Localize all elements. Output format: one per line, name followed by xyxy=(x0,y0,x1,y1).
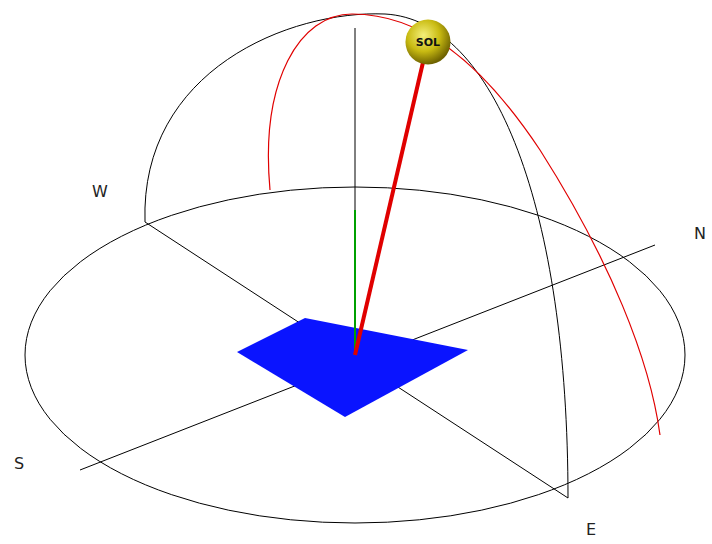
normal-vector xyxy=(354,210,356,355)
sun-sphere: SOL xyxy=(405,19,451,65)
compass-label: S xyxy=(14,456,24,472)
sun-ray xyxy=(355,58,424,355)
compass-label: W xyxy=(92,184,108,200)
compass-label: N xyxy=(694,226,706,242)
sun-path-arc xyxy=(268,14,660,435)
south-north-axis xyxy=(80,245,655,470)
zenith-line xyxy=(355,28,356,355)
sun-label: SOL xyxy=(416,37,440,48)
meridian-arc xyxy=(145,14,568,498)
compass-label: E xyxy=(586,522,596,538)
surface-plane xyxy=(237,318,468,417)
west-east-axis xyxy=(145,222,568,498)
